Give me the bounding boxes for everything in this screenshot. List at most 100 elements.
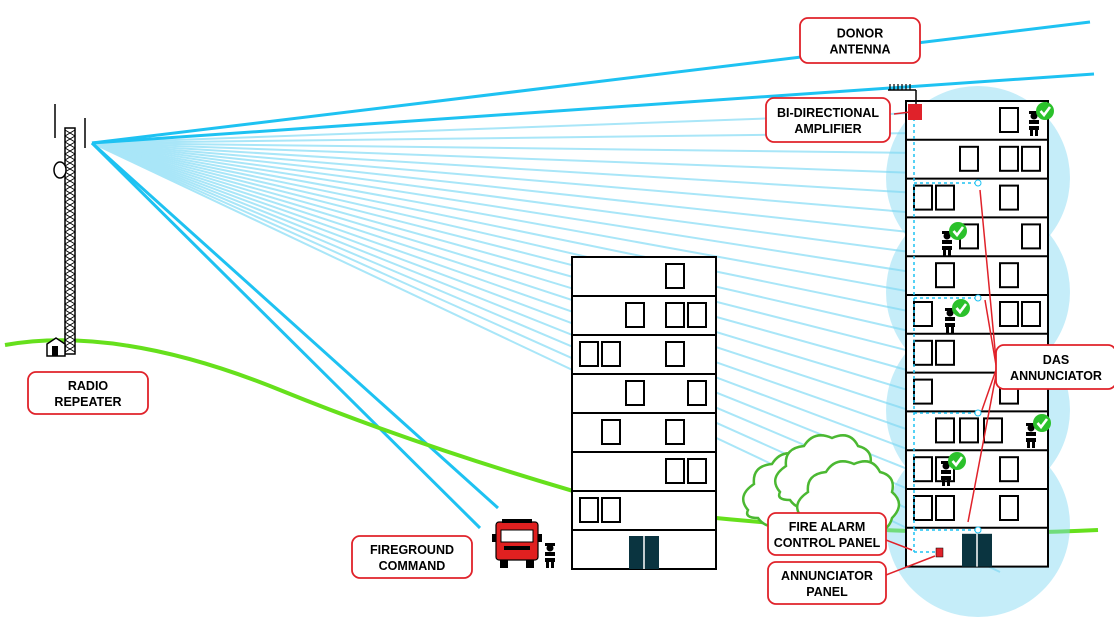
signal-ray-faint — [91, 142, 1001, 265]
check-circle-icon — [1033, 414, 1051, 432]
window — [913, 301, 933, 327]
window — [579, 497, 599, 523]
signal-ray-faint — [91, 142, 1001, 419]
window — [601, 341, 621, 367]
fireground-command-callout: FIREGROUND COMMAND — [351, 535, 473, 579]
signal-ray-faint — [91, 142, 1001, 485]
das-annunciator-callout: DAS ANNUNCIATOR — [995, 344, 1114, 390]
window — [935, 339, 955, 366]
leader-lines — [885, 111, 997, 576]
window — [959, 417, 979, 444]
fireground-command-label-line: FIREGROUND — [370, 543, 454, 557]
annunciator-panel-label-line: ANNUNCIATOR — [781, 569, 873, 583]
firefighters — [545, 102, 1054, 568]
das-annunciator-label-line: DAS — [1043, 353, 1069, 367]
window — [913, 184, 933, 211]
window — [999, 262, 1019, 289]
signal-ray-upper-2 — [91, 72, 1095, 145]
window — [665, 302, 685, 328]
signal-ray-to-truck — [90, 141, 482, 530]
fire-truck-icon — [492, 519, 542, 568]
window — [999, 301, 1019, 327]
annunciator-panel-box — [935, 547, 944, 558]
das-node — [974, 409, 982, 417]
window — [601, 497, 621, 523]
window — [913, 339, 933, 366]
annunciator-panel-callout: ANNUNCIATOR PANEL — [767, 561, 887, 605]
firefighter-icon — [1026, 423, 1036, 448]
window — [959, 145, 979, 172]
signal-ray-faint — [91, 142, 1001, 463]
das-node — [974, 179, 982, 187]
das-node — [974, 526, 982, 534]
firefighter-icon — [1029, 111, 1039, 136]
das-annunciator-label-line: ANNUNCIATOR — [1010, 369, 1102, 383]
donor-antenna-callout: DONOR ANTENNA — [799, 17, 921, 64]
donor-antenna-label-line: DONOR — [837, 27, 884, 41]
window — [913, 378, 933, 405]
donor-antenna-label-line: ANTENNA — [829, 43, 890, 57]
check-circle-icon — [948, 452, 966, 470]
signal-ray-faint — [91, 142, 1001, 375]
firefighter-icon — [941, 461, 951, 486]
window — [999, 184, 1019, 211]
signal-ray-faint — [91, 142, 1001, 243]
signal-ray-faint — [91, 142, 1001, 199]
check-circle-icon — [952, 299, 970, 317]
window — [687, 458, 707, 484]
signal-ray-faint — [91, 142, 1001, 353]
window — [913, 456, 933, 483]
window — [999, 495, 1019, 521]
window — [999, 456, 1019, 483]
window — [579, 341, 599, 367]
building-right — [905, 100, 1049, 568]
facp-label-line: FIRE ALARM — [789, 520, 866, 534]
firefighter-icon — [545, 543, 555, 568]
bda-box — [908, 104, 922, 120]
signal-ray-faint — [91, 142, 1001, 441]
window — [935, 417, 955, 444]
window — [665, 419, 685, 445]
window — [935, 495, 955, 521]
bda-label-line: AMPLIFIER — [794, 122, 861, 136]
window — [999, 107, 1019, 133]
window — [1021, 301, 1041, 327]
window — [687, 302, 707, 328]
window — [665, 341, 685, 367]
firefighter-icon — [945, 308, 955, 333]
window — [935, 184, 955, 211]
check-circle-icon — [949, 222, 967, 240]
window — [625, 380, 645, 406]
radio-tower-icon — [46, 104, 86, 357]
fireground-command-label-line: COMMAND — [379, 559, 446, 573]
signal-ray-upper — [91, 20, 1091, 145]
signal-ray-faint — [91, 142, 1001, 397]
window — [601, 419, 621, 445]
signal-ray-faint — [91, 142, 1001, 309]
building-left — [571, 256, 717, 570]
window — [983, 417, 1003, 444]
yagi-antenna-icon — [889, 84, 911, 90]
window — [1021, 223, 1041, 250]
window — [1021, 145, 1041, 172]
bda-unit — [888, 84, 922, 120]
signal-rays — [90, 20, 1095, 530]
radio-repeater-label-line: RADIO — [68, 379, 109, 393]
annunciator-panel-label-line: PANEL — [806, 585, 848, 599]
firefighter-icon — [942, 231, 952, 256]
window — [999, 145, 1019, 172]
window — [625, 302, 645, 328]
window — [665, 263, 685, 289]
window — [687, 380, 707, 406]
das-wiring — [913, 112, 982, 553]
window — [913, 495, 933, 521]
signal-ray-faint — [91, 142, 1001, 155]
window — [935, 262, 955, 289]
signal-ray-faint — [91, 142, 1001, 221]
signal-ray-faint — [91, 142, 1001, 177]
check-circle-icon — [1036, 102, 1054, 120]
